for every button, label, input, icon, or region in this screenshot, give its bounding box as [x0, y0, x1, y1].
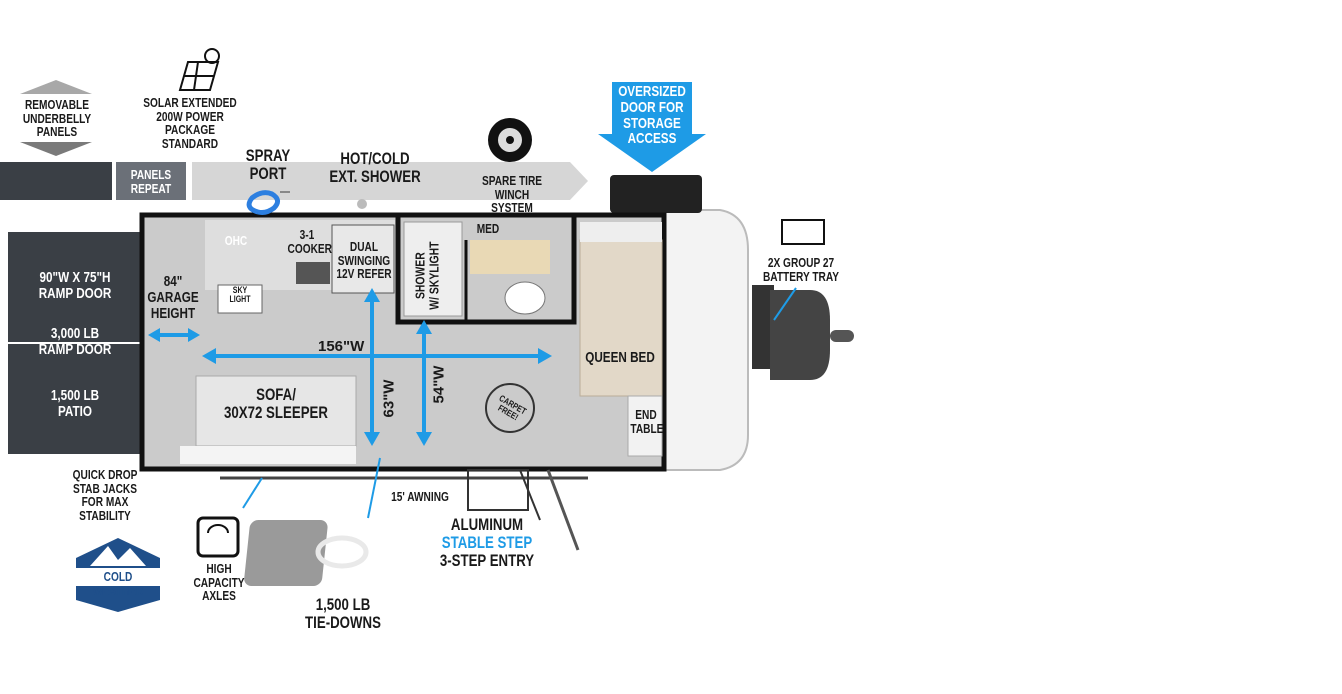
refer-label: DUAL SWINGING 12V REFER — [336, 239, 392, 282]
underbelly-strip-light — [192, 162, 588, 200]
step-label-line3: 3-STEP ENTRY — [439, 551, 535, 570]
outer-wall — [139, 212, 667, 472]
garage-height-label: 84" GARAGE HEIGHT — [147, 273, 199, 322]
ohc-label: OHC — [224, 233, 248, 248]
step-label-line1: ALUMINUM — [450, 515, 524, 534]
battery-box — [752, 285, 774, 369]
med-label: MED — [476, 221, 500, 236]
sofa-cushion — [195, 375, 357, 447]
shower-pan — [403, 221, 463, 317]
sofa-label: SOFA/ 30x72 SLEEPER — [224, 385, 328, 422]
solar-panel-icon — [178, 48, 220, 91]
carpet-free-stamp — [485, 383, 535, 433]
solar-label: SOLAR EXTENDED 200W POWER PACKAGE STANDA… — [143, 95, 237, 151]
underbelly-arrow-up — [20, 80, 92, 94]
storage-door — [610, 175, 702, 213]
end-table — [627, 395, 663, 457]
bath-vanity — [470, 240, 550, 274]
underbelly-arrow-down — [20, 142, 92, 156]
stab-jacks-label: QUICK DROP STAB JACKS FOR MAX STABILITY — [72, 467, 138, 523]
ext-shower-head — [357, 199, 367, 209]
toilet — [504, 281, 546, 315]
dim-63-label: 63"W — [380, 379, 398, 418]
sink — [217, 284, 263, 314]
hitch — [770, 290, 830, 380]
dim-156-label: 156"W — [318, 338, 365, 355]
underbelly-strip-mid — [116, 162, 186, 200]
axles-label: HIGH CAPACITY AXLES — [193, 561, 245, 604]
step-label-line2: STABLE STEP — [441, 533, 533, 552]
dim-54-label: 54"W — [430, 365, 448, 404]
underbelly-strip-dark — [0, 162, 112, 200]
cold-weather-label: COLD WEATHER — [92, 569, 144, 598]
battery-icon — [781, 219, 825, 245]
queen-bed-frame — [579, 239, 663, 397]
queen-bed-label: QUEEN BED — [585, 349, 655, 366]
front-cap — [663, 209, 749, 471]
axle-scale-icon — [196, 516, 240, 558]
awning-label: 15' AWNING — [391, 489, 449, 504]
tie-down-icon — [244, 520, 328, 586]
ramp-door-weight-label: 3,000 LB RAMP DOOR — [38, 325, 112, 358]
underbelly-label: REMOVABLE UNDERBELLY PANELS — [22, 97, 92, 140]
oversized-door-arrow — [598, 82, 706, 172]
end-table-label: END TABLE — [630, 407, 664, 436]
refer-box — [331, 224, 395, 294]
panels-repeat-label: PANELS REPEAT — [130, 167, 172, 196]
cooker-box — [296, 262, 330, 284]
cooker-label: 3-1 COOKER — [287, 227, 333, 256]
spare-tire-label: SPARE TIRE WINCH SYSTEM — [481, 173, 543, 216]
battery-tray-label: 2X GROUP 27 BATTERY TRAY — [762, 255, 840, 284]
entry-step — [467, 469, 529, 511]
oversized-door-label: OVERSIZED DOOR FOR STORAGE ACCESS — [618, 83, 686, 148]
patio-label: 1,500 LB PATIO — [50, 387, 100, 420]
skylight-label: SKY LIGHT — [229, 285, 251, 305]
tie-downs-label: 1,500 LB TIE-DOWNS — [305, 595, 381, 632]
hot-cold-shower-label: HOT/COLD EXT. SHOWER — [329, 149, 421, 186]
ramp-door-size-label: 90"W x 75"H RAMP DOOR — [38, 269, 112, 302]
spray-port-hose — [246, 190, 280, 215]
shower-label: SHOWER W/ SKYLIGHT — [412, 241, 441, 310]
spray-port-label: SPRAY PORT — [245, 146, 291, 183]
